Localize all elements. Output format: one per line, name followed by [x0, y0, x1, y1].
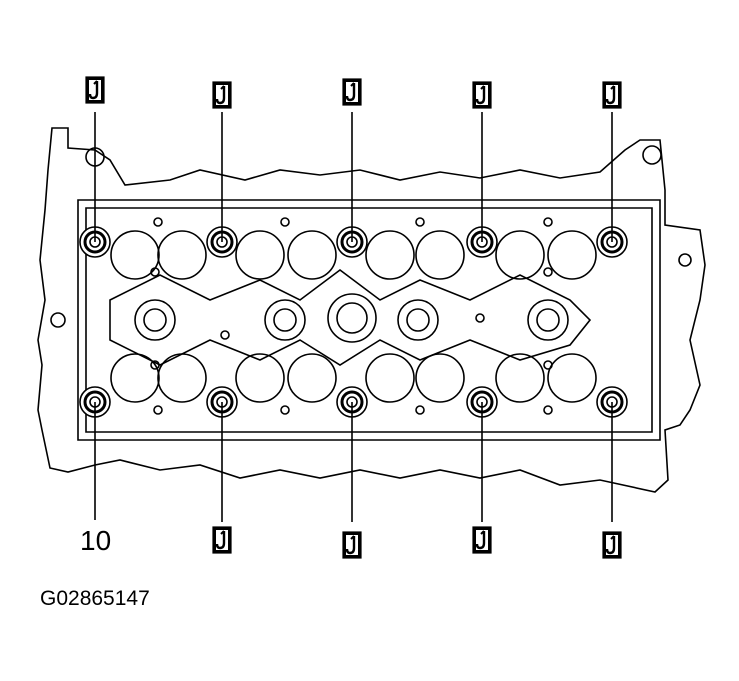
small-hole	[475, 313, 485, 323]
valve-openings-bottom	[110, 353, 597, 403]
small-hole	[415, 217, 425, 227]
spark-plug-hole	[264, 299, 306, 341]
cylinder-head-inner-rim	[85, 207, 653, 433]
valve-opening	[287, 353, 337, 403]
central-web	[109, 269, 592, 366]
hook-wrench-icon	[342, 78, 362, 106]
small-hole	[153, 217, 163, 227]
valve-opening	[235, 353, 285, 403]
figure-code: G02865147	[40, 587, 150, 610]
spark-plug-hole	[327, 293, 377, 343]
valve-opening	[157, 230, 207, 280]
valve-opening	[415, 230, 465, 280]
small-holes	[150, 217, 553, 415]
small-hole	[153, 405, 163, 415]
cylinder-head-inner-outline	[77, 199, 661, 441]
small-hole	[150, 360, 160, 370]
spark-plug-hole	[134, 299, 176, 341]
valve-opening	[287, 230, 337, 280]
valve-opening	[547, 230, 597, 280]
dowel-hole	[642, 145, 662, 165]
valve-opening	[157, 353, 207, 403]
small-hole	[543, 405, 553, 415]
valve-opening	[415, 353, 465, 403]
spark-plug-hole-inner	[336, 302, 368, 334]
spark-plug-hole-inner	[273, 308, 297, 332]
dowel-hole	[678, 253, 692, 267]
valve-opening	[495, 230, 545, 280]
spark-plug-hole	[397, 299, 439, 341]
hook-wrench-icon	[472, 526, 492, 554]
leader-lines	[94, 112, 613, 522]
valve-opening	[235, 230, 285, 280]
small-hole	[543, 267, 553, 277]
valve-opening	[110, 353, 160, 403]
hook-wrench-icon	[212, 526, 232, 554]
small-hole	[280, 217, 290, 227]
small-hole	[220, 330, 230, 340]
valve-opening	[365, 230, 415, 280]
hook-wrench-icon	[212, 81, 232, 109]
valve-opening	[495, 353, 545, 403]
dowel-hole	[50, 312, 66, 328]
small-hole	[150, 267, 160, 277]
valve-opening	[547, 353, 597, 403]
hook-wrench-icon	[85, 76, 105, 104]
spark-plug-hole-inner	[143, 308, 167, 332]
spark-plug-hole	[527, 299, 569, 341]
valve-opening	[110, 230, 160, 280]
small-hole	[543, 360, 553, 370]
hook-wrench-icon	[602, 531, 622, 559]
hook-wrench-icon	[602, 81, 622, 109]
spark-plug-hole-inner	[406, 308, 430, 332]
sequence-label: 10	[80, 525, 111, 556]
small-hole	[415, 405, 425, 415]
valve-opening	[365, 353, 415, 403]
hook-wrench-icon	[342, 531, 362, 559]
bolt-markers	[85, 76, 622, 559]
spark-plug-hole-inner	[536, 308, 560, 332]
hook-wrench-icon	[472, 81, 492, 109]
valve-openings-top	[110, 230, 597, 280]
small-hole	[280, 405, 290, 415]
cylinder-head-outline	[37, 127, 706, 493]
small-hole	[543, 217, 553, 227]
